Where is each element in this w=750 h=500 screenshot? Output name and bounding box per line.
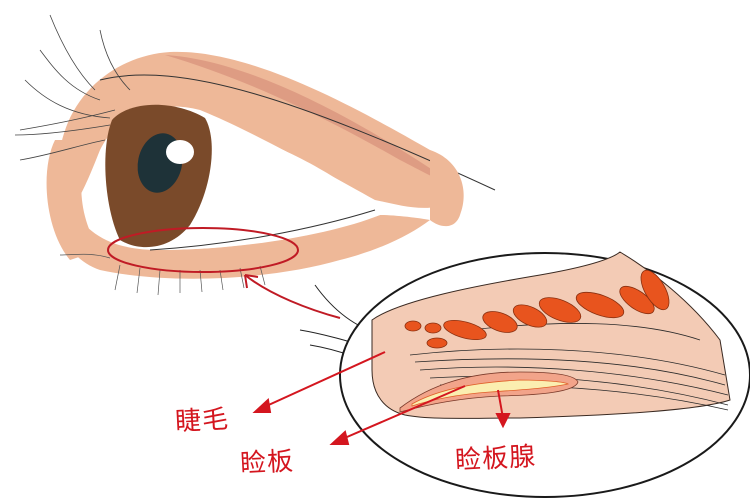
meibomian-gland-lobules	[404, 269, 670, 349]
pointer-arrow	[244, 274, 341, 319]
lower-eyelashes	[59, 253, 266, 296]
label-eyelash: 睫毛	[174, 404, 230, 438]
highlight-ring	[107, 227, 299, 273]
eye-highlight	[166, 140, 194, 164]
label-meibomian-gland: 睑板腺	[454, 441, 537, 477]
eye-illustration	[14, 14, 496, 296]
upper-eyelashes	[14, 14, 131, 161]
label-tarsal-plate: 睑板	[239, 446, 295, 480]
magnified-section	[339, 251, 750, 498]
